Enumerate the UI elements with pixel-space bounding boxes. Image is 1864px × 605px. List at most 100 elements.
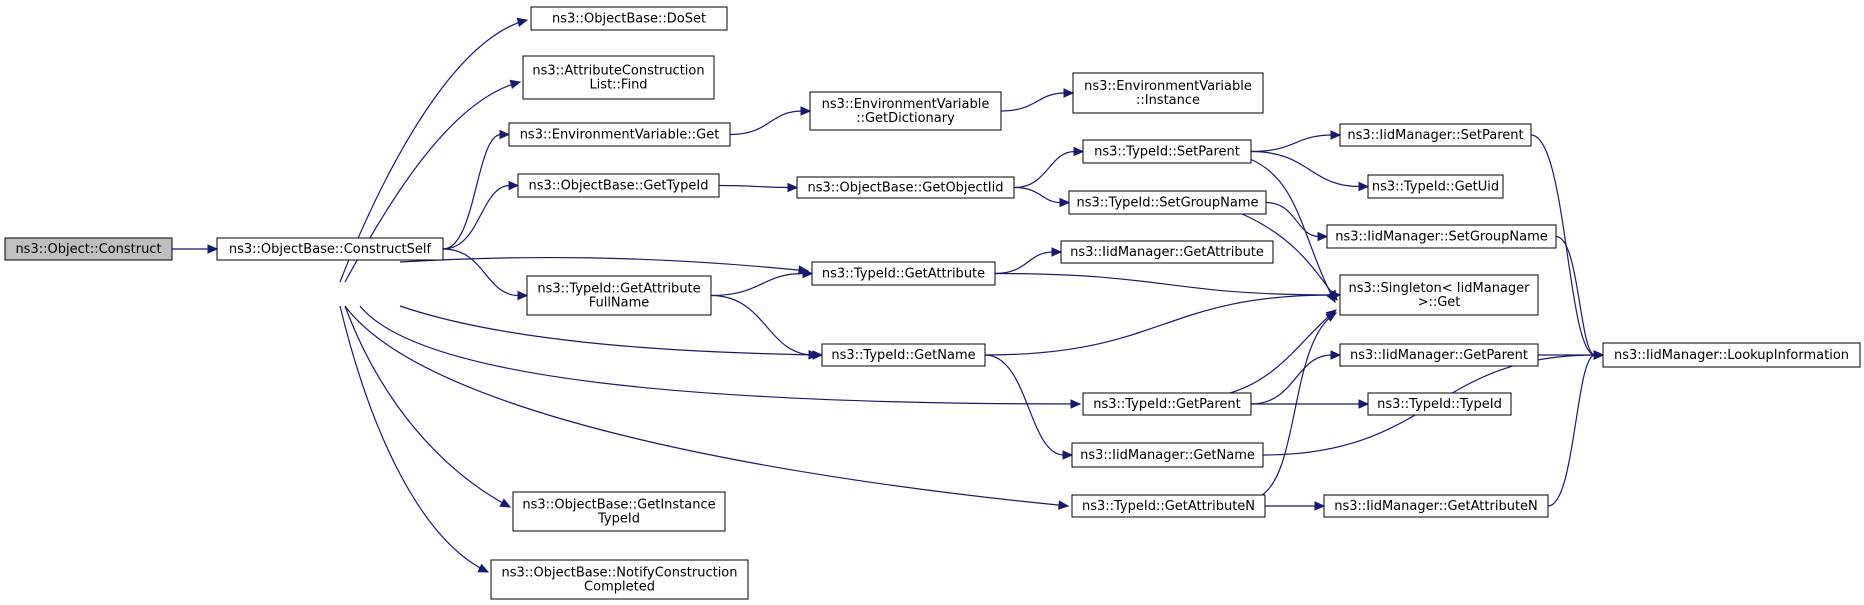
node-box <box>1339 343 1539 367</box>
node-envinstance[interactable]: ns3::EnvironmentVariable::Instance <box>1072 72 1264 114</box>
node-box <box>1367 392 1512 416</box>
edge-setgroupname-to-iidsetgroupname <box>1265 201 1329 242</box>
edge-constructself-to-getattrfullname <box>442 248 529 301</box>
node-box <box>1071 494 1266 518</box>
node-iidgetattributen[interactable]: ns3::IidManager::GetAttributeN <box>1323 494 1549 518</box>
arrowhead-icon <box>1058 500 1070 510</box>
edge-line <box>1547 354 1596 507</box>
edge-line <box>339 305 489 573</box>
edge-setparent-to-getuid <box>1250 150 1370 192</box>
node-getattributen[interactable]: ns3::TypeId::GetAttributeN <box>1071 494 1266 518</box>
node-getuid[interactable]: ns3::TypeId::GetUid <box>1367 174 1504 199</box>
node-label: ns3::IidManager::GetName <box>1080 448 1255 463</box>
node-setparent[interactable]: ns3::TypeId::SetParent <box>1082 139 1252 164</box>
arrowhead-icon <box>508 180 520 191</box>
arrowhead-icon <box>1358 399 1370 409</box>
node-box <box>530 6 728 31</box>
node-setgroupname[interactable]: ns3::TypeId::SetGroupName <box>1068 190 1267 215</box>
edge-getdictionary-to-envinstance <box>1000 88 1075 112</box>
arrowhead-icon <box>499 129 511 140</box>
node-label: ::Instance <box>1136 93 1200 108</box>
node-box <box>517 173 720 198</box>
edge-line <box>710 294 815 356</box>
node-iidsetparent[interactable]: ns3::IidManager::SetParent <box>1339 123 1532 147</box>
edge-line <box>359 305 1081 405</box>
node-singletonget[interactable]: ns3::Singleton< IidManager>::Get <box>1339 274 1539 316</box>
node-iidgetparent[interactable]: ns3::IidManager::GetParent <box>1339 343 1539 367</box>
arrowhead-icon <box>800 106 812 116</box>
arrowhead-icon <box>499 498 512 508</box>
edge-getattrfullname-to-typeidgetattribute <box>710 268 814 297</box>
node-label: FullName <box>589 296 650 311</box>
node-box <box>1072 72 1264 114</box>
node-getdictionary[interactable]: ns3::EnvironmentVariable::GetDictionary <box>809 91 1002 131</box>
node-label: ns3::TypeId::GetName <box>831 348 975 363</box>
node-box <box>1367 174 1504 199</box>
node-label: ns3::IidManager::GetAttributeN <box>1334 499 1538 514</box>
node-box <box>1082 392 1252 416</box>
node-getobjectiid[interactable]: ns3::ObjectBase::GetObjectIid <box>796 176 1015 199</box>
node-box <box>526 275 712 316</box>
edge-typeidgetparent-to-singletonget <box>1229 309 1337 394</box>
node-doset[interactable]: ns3::ObjectBase::DoSet <box>530 6 728 31</box>
edge-line <box>1250 150 1361 188</box>
node-box <box>1602 342 1861 368</box>
node-label: ns3::ObjectBase::GetInstance <box>522 498 715 513</box>
edge-constructself-to-notifyconstruction <box>339 305 490 573</box>
node-label: ns3::TypeId::SetGroupName <box>1076 196 1258 211</box>
node-typeidtypeid[interactable]: ns3::TypeId::TypeId <box>1367 392 1512 416</box>
edge-line <box>344 305 1069 507</box>
node-notifyconstruction[interactable]: ns3::ObjectBase::NotifyConstructionCompl… <box>490 559 749 600</box>
arrowhead-icon <box>1063 88 1075 98</box>
node-label: ns3::ObjectBase::ConstructSelf <box>229 242 432 257</box>
node-typeidgetattribute[interactable]: ns3::TypeId::GetAttribute <box>811 261 996 286</box>
arrowhead-icon <box>1314 501 1326 511</box>
node-iidsetgroupname[interactable]: ns3::IidManager::SetGroupName <box>1326 224 1557 249</box>
edge-typeidgetname-to-singletonget <box>984 290 1342 356</box>
node-label: ns3::AttributeConstruction <box>532 64 704 79</box>
node-typeidgetname[interactable]: ns3::TypeId::GetName <box>821 343 986 367</box>
arrowhead-icon <box>477 563 490 573</box>
edge-iidsetgroupname-to-lookupinformation <box>1555 235 1605 360</box>
edge-line <box>1013 186 1062 204</box>
node-iidgetattribute[interactable]: ns3::IidManager::GetAttribute <box>1060 240 1274 264</box>
node-label: List::Find <box>589 78 647 93</box>
edge-getattrfullname-to-typeidgetname <box>710 294 824 360</box>
edge-line <box>442 133 502 250</box>
node-label: ns3::TypeId::GetAttribute <box>822 267 985 282</box>
edge-line <box>1555 235 1596 356</box>
edge-constructself-to-getinstancetypeid <box>344 305 512 508</box>
node-gettypeid[interactable]: ns3::ObjectBase::GetTypeId <box>517 173 720 198</box>
edge-line <box>442 184 511 250</box>
edge-line <box>994 251 1054 275</box>
edge-line <box>718 184 790 189</box>
node-box <box>508 122 731 147</box>
node-typeidgetparent[interactable]: ns3::TypeId::GetParent <box>1082 392 1252 416</box>
node-label: ns3::IidManager::LookupInformation <box>1614 348 1849 363</box>
edge-line <box>710 272 805 297</box>
node-lookupinformation[interactable]: ns3::IidManager::LookupInformation <box>1602 342 1861 368</box>
edge-typeidgetname-to-iidgetname <box>984 354 1074 460</box>
node-label: ns3::IidManager::GetAttribute <box>1070 245 1264 260</box>
edge-getattributen-to-singletonget <box>1261 312 1338 496</box>
node-label: ns3::TypeId::TypeId <box>1377 397 1502 412</box>
edge-line <box>1000 92 1066 112</box>
node-label: ns3::TypeId::GetUid <box>1372 180 1499 195</box>
node-box <box>490 559 749 600</box>
edge-line <box>1239 212 1338 301</box>
node-label: ns3::IidManager::SetParent <box>1347 128 1523 143</box>
node-box <box>1339 123 1532 147</box>
edge-setparent-to-iidsetparent <box>1250 130 1342 153</box>
node-iidgetname[interactable]: ns3::IidManager::GetName <box>1071 442 1264 468</box>
arrowhead-icon <box>207 244 219 254</box>
nodes-layer: ns3::Object::Construct ns3::ObjectBase::C… <box>4 6 1861 600</box>
node-envget[interactable]: ns3::EnvironmentVariable::Get <box>508 122 731 147</box>
arrowhead-icon <box>1358 181 1370 192</box>
edge-iidgetattributen-to-lookupinformation <box>1547 350 1605 507</box>
node-construct[interactable]: ns3::Object::Construct <box>4 237 173 261</box>
edge-line <box>344 305 511 508</box>
node-constructself[interactable]: ns3::ObjectBase::ConstructSelf <box>216 237 444 261</box>
